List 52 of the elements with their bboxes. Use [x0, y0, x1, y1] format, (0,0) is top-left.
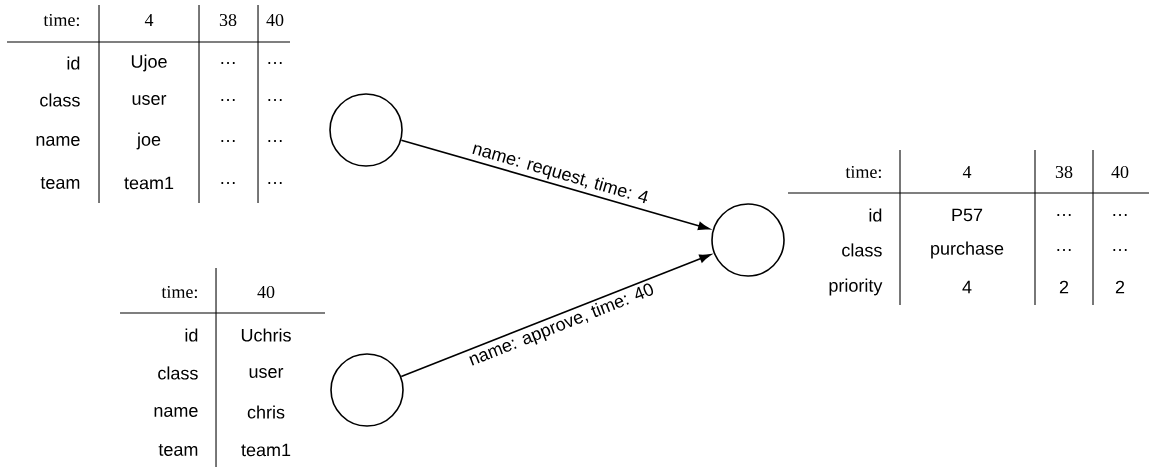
circle-node [329, 93, 403, 167]
table-cell: team [158, 444, 198, 456]
table-cell: class [842, 243, 882, 257]
arrow [400, 254, 711, 378]
table-cell: 4 [144, 14, 154, 26]
table-cell: name [36, 136, 80, 146]
table-cell: 2 [1059, 280, 1069, 294]
table-cell: … [268, 99, 282, 101]
table-cell: team1 [241, 443, 291, 457]
table-cell: 4 [962, 280, 972, 294]
table-cell: Uchris [241, 328, 291, 342]
circle-node [330, 353, 404, 427]
table-cell: 38 [219, 13, 237, 27]
table-cell: id [185, 328, 198, 342]
table-cell: class [40, 93, 80, 107]
table-cell: user [132, 95, 167, 105]
table-cell: purchase [931, 241, 1004, 259]
table-cell: id [67, 56, 80, 70]
table-cell: joe [136, 132, 161, 150]
table-cell: … [1113, 249, 1127, 251]
table-cell: 40 [1111, 165, 1129, 179]
edge-label: name: request, time: 4 [468, 139, 652, 210]
table-cell: P57 [952, 208, 983, 222]
table-cell: time: [43, 13, 79, 27]
table-cell: … [221, 140, 235, 142]
table-cell: 4 [962, 166, 972, 178]
table-cell: priority [829, 278, 883, 296]
table-cell: 40 [266, 13, 284, 27]
table-cell: … [221, 182, 235, 184]
table-cell: … [1113, 214, 1127, 216]
table-cell: … [221, 99, 235, 101]
table-cell: 2 [1115, 280, 1125, 294]
table-cell: time: [845, 165, 881, 179]
table-cell: id [869, 208, 882, 222]
table-cell: class [158, 366, 198, 380]
table-cell: team [40, 177, 80, 189]
table-cell: Ujoe [131, 54, 167, 72]
circle-node [711, 203, 785, 277]
table-cell: team1 [124, 176, 174, 190]
table-cell: … [268, 62, 282, 64]
table-cell: time: [161, 285, 197, 299]
table-cell: user [249, 368, 284, 378]
table-cell: … [268, 140, 282, 142]
arrow [400, 139, 710, 230]
table-cell: … [221, 62, 235, 64]
table-cell: 40 [257, 285, 275, 299]
table-cell: … [1057, 249, 1071, 251]
table-cell: 38 [1055, 165, 1073, 179]
table-cell: name [154, 407, 198, 417]
table-cell: … [1057, 214, 1071, 216]
table-cell: … [268, 182, 282, 184]
table-cell: chris [247, 405, 285, 419]
